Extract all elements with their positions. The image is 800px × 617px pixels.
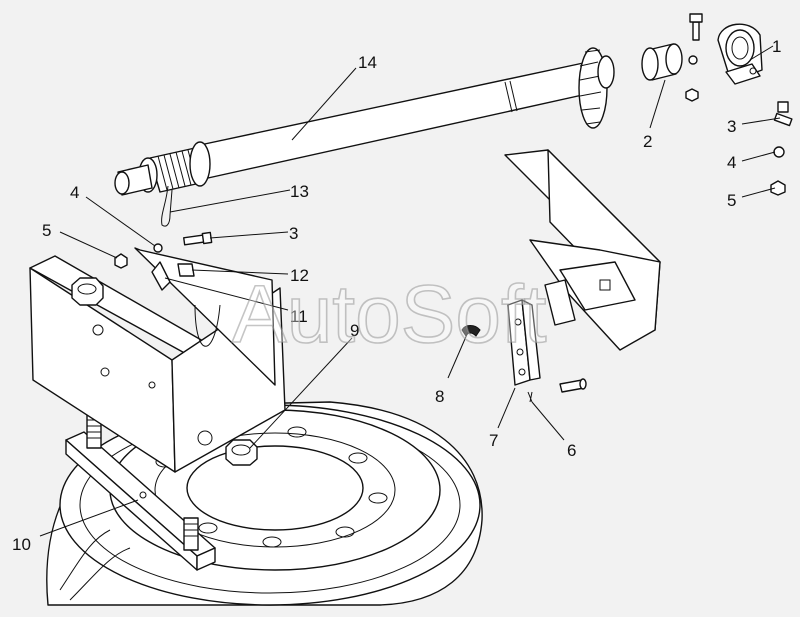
nut-right (770, 180, 786, 196)
lower-clamp-plate (65, 413, 216, 571)
washer-left (153, 243, 163, 253)
callout-9: 9 (350, 321, 359, 340)
winch-shaft (114, 47, 615, 196)
leader-lines (39, 45, 781, 537)
nut-upper (685, 88, 699, 102)
callout-6: 6 (567, 441, 576, 460)
watermark: AutoSoft (232, 269, 547, 360)
callout-5-right: 5 (727, 191, 736, 210)
bolt-middle (183, 231, 213, 246)
callout-8: 8 (435, 387, 444, 406)
callout-7: 7 (489, 431, 498, 450)
vertical-bracket (507, 299, 541, 386)
bolt-right (773, 101, 793, 127)
callout-12: 12 (290, 266, 309, 285)
frame-channel-bracket (504, 149, 661, 351)
bearing-housing (689, 13, 763, 85)
callout-13: 13 (290, 182, 309, 201)
spring-hook (161, 185, 173, 227)
callout-4-left: 4 (70, 183, 79, 202)
callout-numbers: 1 2 3 3 4 4 5 5 6 7 8 9 10 11 12 13 14 (12, 37, 781, 554)
callout-3-middle: 3 (289, 224, 298, 243)
washer-upper (688, 55, 698, 65)
callout-1: 1 (772, 37, 781, 56)
callout-14: 14 (358, 53, 377, 72)
callout-10: 10 (12, 535, 31, 554)
washer-right (773, 146, 785, 158)
upper-bracket (29, 247, 286, 473)
coil-spring (114, 141, 211, 196)
sprocket (578, 47, 615, 129)
pin (527, 378, 587, 403)
nut-left (114, 253, 128, 269)
callout-2: 2 (643, 132, 652, 151)
callout-4-right: 4 (727, 153, 736, 172)
clamp-pieces (151, 261, 195, 291)
callout-3-right: 3 (727, 117, 736, 136)
bushing (641, 43, 683, 81)
callout-5-left: 5 (42, 221, 51, 240)
callout-11: 11 (290, 307, 308, 326)
